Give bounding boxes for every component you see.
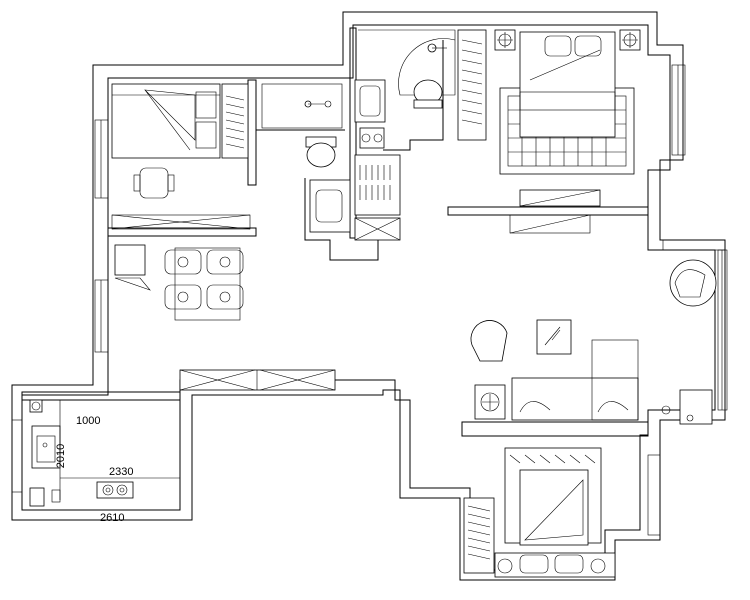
desk-chair <box>133 167 175 199</box>
living-room <box>179 259 717 425</box>
coffee-table <box>536 319 572 355</box>
wardrobe-left <box>221 83 249 159</box>
wardrobe-master <box>457 29 487 141</box>
exterior-walls <box>11 11 726 581</box>
ensuite-toilet <box>413 79 443 109</box>
dishwasher <box>29 487 61 507</box>
dining-chair-tr <box>206 249 244 275</box>
right-bedroom <box>463 447 616 578</box>
bed-left <box>111 83 221 159</box>
bathroom <box>261 29 456 241</box>
master-bedroom <box>457 29 641 234</box>
dim-kitchen-height: 2010 <box>55 444 67 468</box>
sofa <box>511 339 639 421</box>
toilet-lower <box>305 136 337 168</box>
stove <box>96 481 134 499</box>
dining-chair-tl <box>164 249 202 275</box>
kitchen-sink <box>31 425 61 469</box>
desk <box>111 214 251 230</box>
round-chair <box>669 259 717 307</box>
tv-cabinet <box>179 369 336 391</box>
counter <box>59 400 180 500</box>
sink-upper <box>354 79 386 123</box>
cabinet-box <box>354 217 401 241</box>
bench <box>494 552 616 578</box>
nightstand-right <box>619 29 641 51</box>
wardrobe-right <box>463 497 495 574</box>
side-table-square <box>474 384 506 420</box>
ensuite-shower <box>358 29 456 96</box>
shower <box>261 83 343 129</box>
windows <box>11 64 728 536</box>
dining-chair-br <box>206 284 244 310</box>
dim-kitchen-width-top: 1000 <box>76 415 100 427</box>
door-master <box>509 214 591 234</box>
interior-walls <box>21 27 649 437</box>
dimension-labels: 1000 2010 2330 2610 <box>55 415 133 524</box>
dim-kitchen-width-bottom: 2610 <box>100 512 124 524</box>
laundry-shelf <box>354 154 401 216</box>
tv-console <box>519 189 601 207</box>
nightstand-left <box>494 29 516 51</box>
dining-table <box>174 247 241 321</box>
kitchen <box>29 399 180 507</box>
dining-area <box>114 244 244 321</box>
bed-master <box>519 31 616 138</box>
washing-machine <box>359 127 385 149</box>
ac-unit <box>661 389 713 425</box>
bed-right <box>519 469 589 546</box>
dining-chair-bl <box>164 284 202 310</box>
sideboard <box>114 244 151 291</box>
fridge-box <box>29 399 43 413</box>
left-bedroom <box>111 83 251 230</box>
dim-counter-length: 2330 <box>109 466 133 478</box>
sink-lower <box>309 179 351 233</box>
armchair-left <box>470 320 508 362</box>
